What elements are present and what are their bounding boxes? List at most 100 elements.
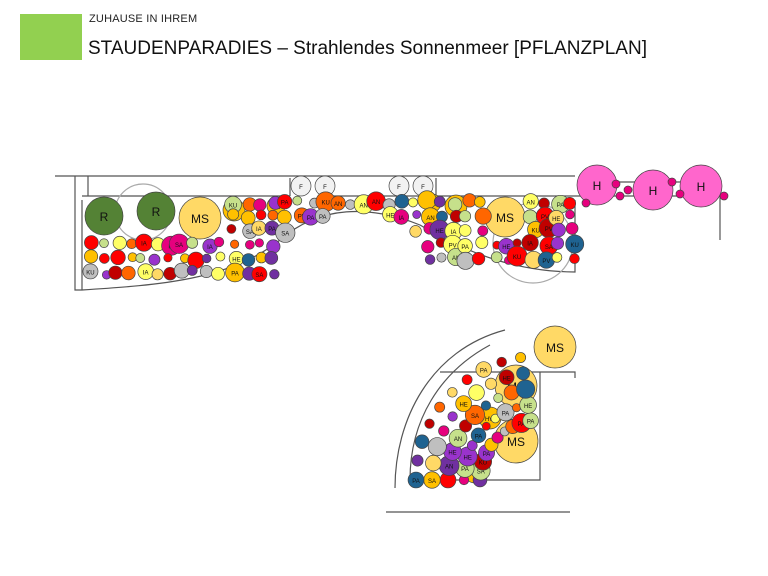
- plant-label: KU: [532, 229, 540, 235]
- plants-layer: RRMSMSMSMSMSHHHFFFFHWHWHWHWCACAKUIAIAIAS…: [82, 164, 729, 489]
- orange-plant: [474, 207, 492, 225]
- plant-label: AN: [372, 200, 380, 206]
- red-plant: [569, 253, 580, 264]
- plant-label: HE: [435, 229, 443, 235]
- plant-label: AN: [334, 202, 342, 208]
- header-kicker: ZUHAUSE IN IHREM: [89, 13, 198, 25]
- purple-plant: [447, 411, 458, 422]
- hemerocallis-plant: [455, 395, 472, 412]
- hemerocallis-plant: [84, 249, 99, 264]
- lime-plant: [490, 251, 503, 263]
- rose-plant: [136, 191, 176, 231]
- violet-plant: [411, 454, 424, 467]
- page-title: STAUDENPARADIES – Strahlendes Sonnenmeer…: [88, 38, 647, 59]
- header-accent-block: [20, 14, 82, 60]
- purple-plant: [551, 222, 566, 238]
- fence-plant: [290, 175, 312, 197]
- hemerocallis-plant: [240, 210, 256, 226]
- plant-label: IA: [207, 245, 213, 251]
- teal-plant: [414, 434, 430, 449]
- yellow-plant: [215, 251, 226, 262]
- plant-label: SA: [255, 273, 263, 279]
- plant-label: KU: [479, 460, 487, 466]
- plant-label: PA: [281, 201, 289, 207]
- plant-label: AN: [454, 437, 462, 443]
- orange-plant: [434, 401, 446, 413]
- darkred-plant: [108, 265, 123, 280]
- plant-label: PA: [412, 479, 420, 485]
- red-plant: [481, 421, 491, 431]
- purple-plant: [148, 253, 161, 266]
- hemerocallis-plant: [515, 352, 527, 363]
- teal-plant: [480, 400, 491, 411]
- hemerocallis-plant: [227, 208, 240, 221]
- grey-plant: [456, 251, 475, 270]
- plant-label: PA: [475, 434, 483, 440]
- lime-plant: [448, 428, 468, 448]
- miscanthus-plant: [447, 387, 458, 398]
- teal-plant: [407, 471, 425, 489]
- plant-label: PV: [545, 227, 553, 233]
- teal-plant: [241, 253, 256, 267]
- violet-plant: [202, 253, 212, 264]
- teal-plant: [470, 427, 487, 444]
- grey-plant: [82, 263, 99, 280]
- teal-plant: [516, 379, 536, 399]
- violet-plant: [433, 195, 446, 208]
- yellow-plant: [522, 193, 539, 210]
- miscanthus-plant: [475, 361, 492, 378]
- grey-plant: [345, 199, 356, 210]
- magenta-plant: [213, 236, 225, 248]
- darkred-plant: [424, 418, 435, 429]
- plant-label: HE: [552, 217, 560, 223]
- magenta-plant: [254, 238, 264, 248]
- plant-label: SA: [545, 245, 553, 251]
- plant-label: IA: [451, 230, 457, 236]
- teal-plant: [565, 234, 585, 254]
- plant-label: AN: [452, 256, 460, 262]
- orange-plant: [462, 193, 477, 208]
- plant-label: PA: [461, 467, 469, 473]
- violet-plant: [424, 254, 436, 265]
- miscanthus-plant: [409, 225, 422, 238]
- teal-plant: [394, 193, 410, 209]
- magenta-plant: [623, 185, 633, 195]
- red-plant: [255, 209, 267, 221]
- plant-label: F: [299, 185, 303, 191]
- grey-plant: [314, 208, 331, 224]
- plant-label: HE: [524, 404, 532, 410]
- plant-label: HE: [448, 451, 456, 457]
- rose-plant: [84, 196, 124, 236]
- plant-label: MS: [496, 211, 514, 225]
- plant-label: F: [421, 185, 425, 191]
- plant-label: F: [397, 185, 401, 191]
- lime-plant: [447, 197, 463, 212]
- plant-label: PV: [541, 215, 549, 221]
- plant-label: H: [593, 179, 602, 193]
- plant-label: SA: [471, 414, 479, 420]
- magenta-plant: [565, 222, 579, 235]
- orange-plant: [121, 265, 136, 281]
- magenta-plant: [675, 189, 685, 199]
- plant-label: KU: [321, 201, 329, 207]
- darkred-plant: [521, 234, 539, 252]
- yellow-plant: [468, 384, 485, 401]
- red-plant: [277, 194, 293, 210]
- plant-label: IA: [527, 242, 533, 248]
- magenta-plant: [253, 198, 267, 212]
- plant-label: SA: [428, 479, 436, 485]
- plant-label: HE: [459, 403, 467, 409]
- plant-label: PV: [449, 243, 457, 249]
- orange-plant: [230, 239, 240, 249]
- hibiscus-plant: [632, 169, 674, 211]
- plant-label: SA: [175, 243, 183, 249]
- plant-label: PA: [461, 245, 469, 251]
- miscanthus-plant: [533, 325, 577, 369]
- yellow-plant: [458, 224, 472, 237]
- yellow-plant: [475, 236, 489, 249]
- plant-label: SA: [477, 470, 485, 476]
- plant-label: PA: [307, 216, 315, 222]
- plant-label: PA: [231, 271, 239, 277]
- red-plant: [461, 374, 473, 386]
